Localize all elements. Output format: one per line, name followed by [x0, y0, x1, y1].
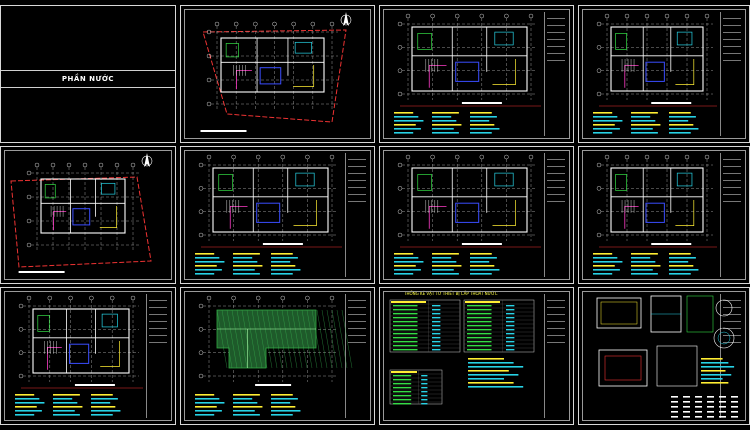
cover-title: PHẦN NƯỚC [1, 70, 175, 88]
grid-axes [397, 154, 537, 241]
material-table [389, 299, 535, 405]
drawing-canvas [195, 295, 353, 416]
drawing-canvas [593, 154, 717, 275]
notes-block [593, 253, 699, 275]
drawing-canvas [195, 154, 342, 275]
notes-block [394, 112, 500, 134]
notes-block [15, 394, 121, 416]
notes-block [195, 253, 301, 275]
sheet-caption [200, 130, 247, 132]
sheet-border [582, 9, 746, 139]
grid-axes [397, 13, 537, 100]
notes-block [468, 358, 524, 388]
drawing-canvas [596, 295, 738, 418]
sheet-floor-plan[interactable] [578, 146, 750, 284]
sheet-caption [651, 102, 692, 104]
title-block [345, 153, 368, 277]
sheet-site-plan[interactable] [180, 5, 375, 143]
sheet-roof-plan[interactable] [180, 287, 375, 425]
sheet-caption [461, 243, 502, 245]
sheet-border [582, 291, 746, 421]
title-block [345, 294, 368, 418]
sheet-border [4, 150, 172, 280]
floor-plan-drawing [411, 167, 528, 233]
site-boundary [202, 29, 347, 123]
schedule-title: THỐNG KÊ VẬT TƯ THIẾT BỊ CẤP THOÁT NƯỚC [404, 291, 498, 296]
floor-plan-drawing [220, 37, 325, 93]
sheet-border [184, 150, 371, 280]
sheet-floor-plan[interactable] [379, 146, 574, 284]
title-block [544, 153, 567, 277]
sheet-border [184, 9, 371, 139]
notes-block [593, 112, 699, 134]
grid-axes [206, 21, 338, 110]
grid-axes [596, 13, 713, 100]
title-block [720, 12, 743, 136]
floor-plan-drawing [610, 167, 704, 233]
sheet-border [184, 291, 371, 421]
floor-plan-drawing [32, 308, 130, 374]
sheet-caption [651, 243, 692, 245]
sheet-floor-plan[interactable] [0, 287, 176, 425]
drawing-canvas [593, 13, 717, 134]
sheet-site-plan-drainage[interactable] [0, 146, 176, 284]
floor-plan-drawing [212, 167, 329, 233]
sheet-border [582, 150, 746, 280]
sheet-caption [255, 384, 292, 386]
floor-plan-drawing [610, 26, 704, 92]
north-arrow-icon [340, 12, 352, 26]
floor-plan-drawing [411, 26, 528, 92]
title-block [544, 12, 567, 136]
sheet-material-schedule[interactable]: THỐNG KÊ VẬT TƯ THIẾT BỊ CẤP THOÁT NƯỚC [379, 287, 574, 425]
roof-plan-drawing [216, 309, 353, 369]
sheet-border [383, 291, 570, 421]
drawing-canvas [200, 12, 352, 132]
sheet-tank-details[interactable] [578, 287, 750, 425]
grid-axes [18, 295, 139, 382]
sheet-cover[interactable]: PHẦN NƯỚC [0, 5, 176, 143]
drawing-canvas [394, 154, 541, 275]
notes-block [195, 394, 301, 416]
title-block [544, 294, 567, 418]
sheet-caption [74, 384, 115, 386]
sheet-caption [461, 102, 502, 104]
drawing-canvas [389, 299, 535, 405]
sheet-floor-plan[interactable] [180, 146, 375, 284]
sheet-floor-plan[interactable] [379, 5, 574, 143]
sheet-border [4, 291, 172, 421]
sheet-floor-plan[interactable] [578, 5, 750, 143]
drawing-canvas [15, 295, 143, 416]
grid-axes [596, 154, 713, 241]
sheet-border [383, 150, 570, 280]
sheet-caption [262, 243, 303, 245]
drawing-canvas [10, 153, 153, 273]
grid-axes [26, 162, 139, 251]
drawing-canvas [394, 13, 541, 134]
grid-axes [198, 154, 338, 241]
north-arrow-icon [141, 153, 153, 167]
sheet-border [383, 9, 570, 139]
tank-detail-drawings [596, 295, 738, 418]
sheet-caption [18, 271, 65, 273]
notes-block [701, 358, 735, 384]
floor-plan-drawing [40, 178, 126, 234]
notes-block [394, 253, 500, 275]
site-boundary [10, 176, 152, 268]
title-block [146, 294, 169, 418]
title-block [720, 153, 743, 277]
